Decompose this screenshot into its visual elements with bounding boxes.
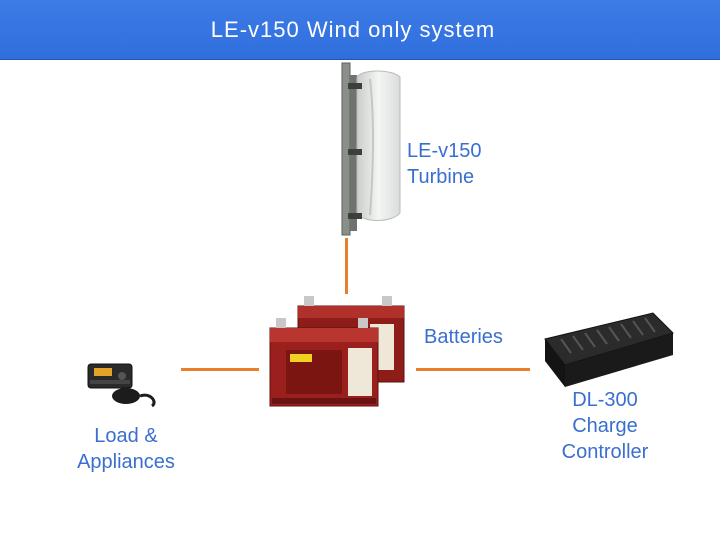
batteries-label: Batteries: [424, 326, 503, 348]
page-title: LE-v150 Wind only system: [210, 17, 496, 42]
controller-label-line3: Controller: [561, 441, 649, 463]
radio-image: [87, 363, 156, 408]
wind-turbine-image: [341, 62, 401, 236]
turbine-label: LE-v150 Turbine: [407, 138, 482, 190]
battery-controller-connector: [416, 368, 530, 371]
controller-label-line1: DL-300: [572, 389, 638, 411]
controller-label: DL-300 Charge Controller: [540, 387, 670, 465]
batteries-image: [269, 296, 405, 407]
load-label: Load & Appliances: [56, 423, 196, 475]
turbine-battery-connector: [345, 238, 348, 294]
title-bar: LE-v150 Wind only system: [0, 0, 720, 60]
charge-controller-image: [544, 312, 674, 387]
turbine-label-line1: LE-v150: [407, 140, 482, 162]
load-label-line2: Appliances: [77, 451, 175, 473]
controller-label-line2: Charge: [572, 415, 638, 437]
load-label-line1: Load &: [94, 425, 158, 447]
load-battery-connector: [181, 368, 259, 371]
turbine-label-line2: Turbine: [407, 166, 475, 188]
